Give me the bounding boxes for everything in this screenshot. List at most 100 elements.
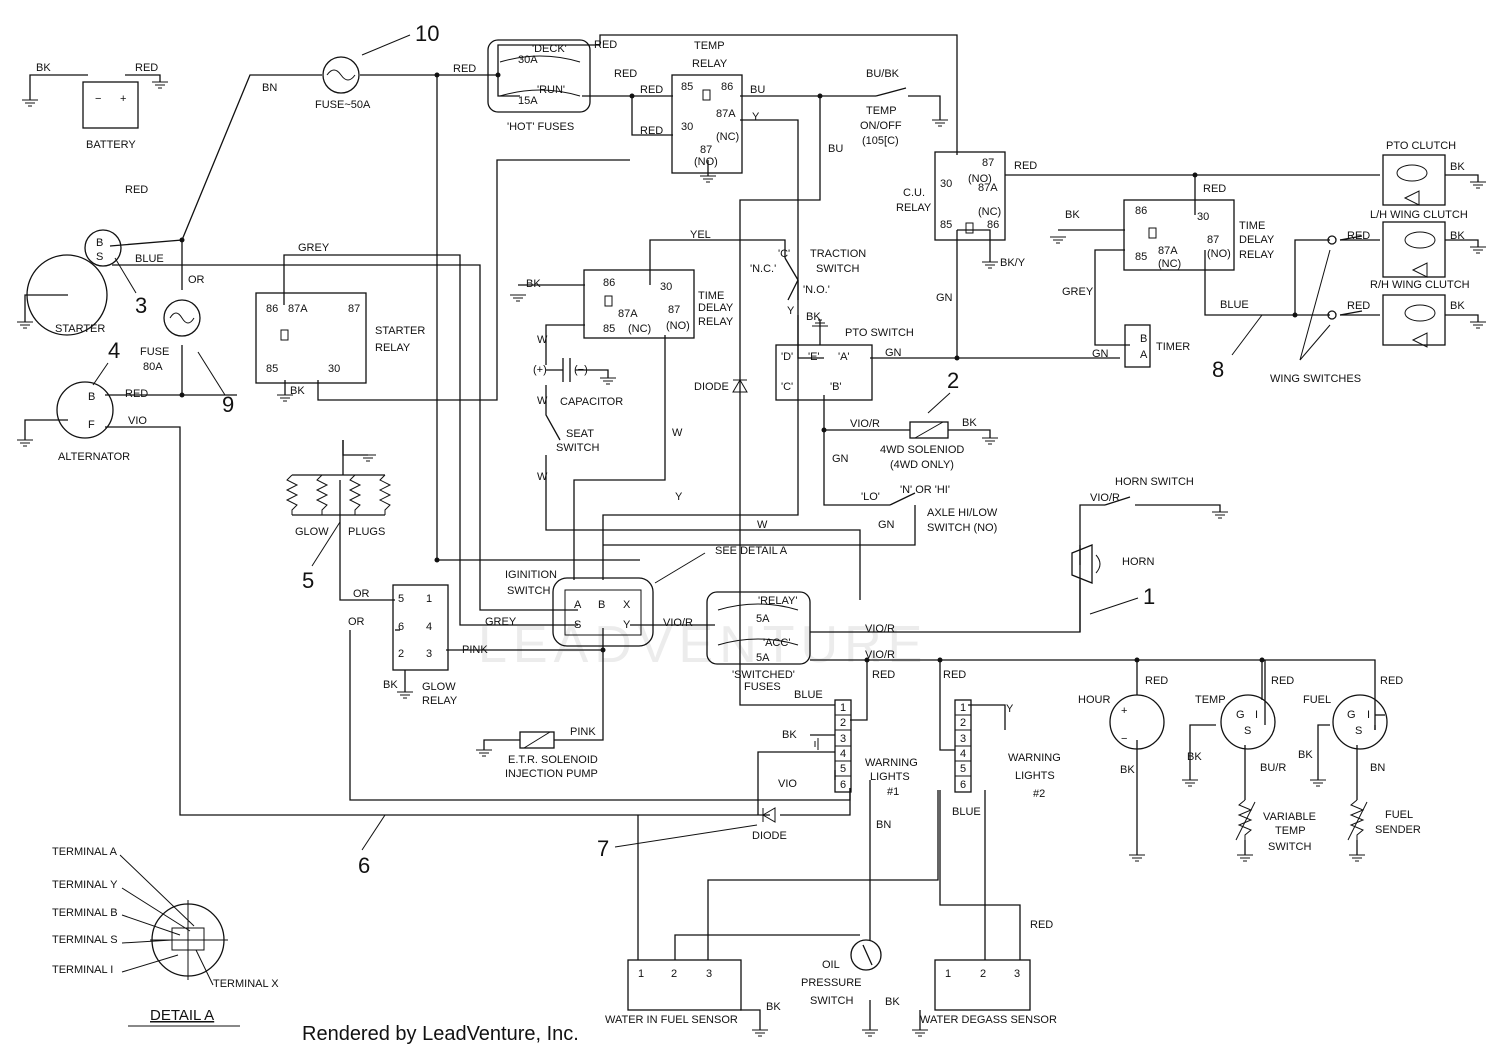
svg-text:+: + (120, 93, 126, 105)
svg-text:GREY: GREY (1062, 286, 1094, 298)
svg-text:SWITCH: SWITCH (556, 442, 599, 454)
svg-text:TERMINAL A: TERMINAL A (52, 846, 118, 858)
svg-text:RELAY: RELAY (422, 695, 458, 707)
svg-text:30: 30 (681, 121, 693, 133)
svg-text:TERMINAL Y: TERMINAL Y (52, 879, 118, 891)
svg-text:I: I (1367, 709, 1370, 721)
svg-text:'HOT' FUSES: 'HOT' FUSES (507, 121, 574, 133)
svg-text:87A: 87A (1158, 245, 1178, 257)
svg-text:PINK: PINK (462, 644, 488, 656)
svg-text:A: A (574, 599, 582, 611)
svg-text:BK/Y: BK/Y (1000, 257, 1026, 269)
svg-text:5A: 5A (756, 613, 770, 625)
warning-lights-1: 1 2 3 4 5 6 WARNING LIGHTS #1 (834, 699, 918, 798)
svg-text:87A: 87A (716, 108, 736, 120)
warning-lights-2: 1 2 3 4 5 6 WARNING LIGHTS #2 (954, 699, 1061, 800)
svg-text:HORN: HORN (1122, 556, 1154, 568)
cu-relay: 87 (NO) 30 87A (NC) 85 86 C.U. RELAY (896, 151, 1006, 241)
svg-text:2: 2 (947, 368, 959, 393)
svg-text:'N.O.': 'N.O.' (803, 284, 830, 296)
svg-text:BU/BK: BU/BK (866, 68, 900, 80)
svg-text:3: 3 (960, 733, 966, 745)
diode-bottom: DIODE (752, 807, 787, 842)
svg-text:RELAY: RELAY (896, 202, 932, 214)
svg-text:3: 3 (135, 293, 147, 318)
svg-text:5: 5 (960, 763, 966, 775)
svg-text:6: 6 (960, 779, 966, 791)
svg-text:15A: 15A (518, 95, 538, 107)
svg-text:GREY: GREY (298, 242, 330, 254)
axle-switch: 'LO' 'N' OR 'HI' AXLE HI/LOW SWITCH (NO) (861, 484, 998, 534)
svg-text:BN: BN (1370, 762, 1385, 774)
svg-text:'C': 'C' (781, 381, 793, 393)
temp-relay: TEMP RELAY 85 86 87A 30 (NC) 87 (NO) (671, 40, 743, 174)
svg-text:30: 30 (940, 178, 952, 190)
temp-gauge: G I S TEMP (1195, 694, 1276, 750)
svg-text:86: 86 (721, 81, 733, 93)
svg-text:3: 3 (426, 648, 432, 660)
svg-text:BK: BK (806, 311, 821, 323)
svg-text:87A: 87A (978, 182, 998, 194)
svg-text:'ACC': 'ACC' (763, 637, 790, 649)
svg-text:TEMP: TEMP (1195, 694, 1226, 706)
svg-text:GN: GN (885, 347, 902, 359)
battery: − + BATTERY BK RED (36, 62, 158, 151)
svg-text:Y: Y (623, 619, 631, 631)
svg-text:RED: RED (1347, 300, 1370, 312)
svg-text:RED: RED (872, 669, 895, 681)
svg-text:HORN SWITCH: HORN SWITCH (1115, 476, 1194, 488)
svg-text:87: 87 (668, 304, 680, 316)
svg-text:'N.C.': 'N.C.' (750, 263, 776, 275)
svg-text:(NC): (NC) (628, 323, 651, 335)
svg-text:ON/OFF: ON/OFF (860, 120, 902, 132)
svg-text:(NC): (NC) (1158, 258, 1181, 270)
rh-wing-clutch: R/H WING CLUTCH (1370, 279, 1470, 348)
svg-text:85: 85 (603, 323, 615, 335)
svg-text:BATTERY: BATTERY (86, 139, 136, 151)
svg-text:87: 87 (982, 157, 994, 169)
svg-text:GN: GN (936, 292, 953, 304)
svg-text:G: G (1236, 709, 1245, 721)
svg-text:TRACTION: TRACTION (810, 248, 866, 260)
svg-text:TIME: TIME (698, 290, 724, 302)
ground-symbols (17, 81, 1486, 1037)
svg-text:Y: Y (752, 111, 760, 123)
svg-text:86: 86 (603, 277, 615, 289)
svg-text:30: 30 (328, 363, 340, 375)
svg-text:RELAY: RELAY (698, 316, 734, 328)
svg-text:LIGHTS: LIGHTS (1015, 770, 1055, 782)
svg-text:RED: RED (1271, 675, 1294, 687)
svg-text:RED: RED (125, 184, 148, 196)
starter: B S STARTER (26, 229, 122, 336)
svg-text:2: 2 (671, 968, 677, 980)
svg-text:'E': 'E' (808, 351, 820, 363)
svg-text:BN: BN (876, 819, 891, 831)
svg-text:VIO: VIO (128, 415, 147, 427)
svg-text:BK: BK (526, 278, 541, 290)
wire-labels: BN RED RED RED RED RED BU BU/BK Y BU RED… (125, 39, 1465, 1013)
svg-text:E.T.R. SOLENOID: E.T.R. SOLENOID (508, 754, 598, 766)
lh-wing-clutch: L/H WING CLUTCH (1370, 209, 1468, 278)
svg-text:(+): (+) (533, 364, 547, 376)
svg-text:PRESSURE: PRESSURE (801, 977, 862, 989)
svg-text:4: 4 (108, 338, 120, 363)
svg-text:8: 8 (1212, 357, 1224, 382)
svg-text:GLOW: GLOW (295, 526, 329, 538)
svg-text:OR: OR (188, 274, 205, 286)
svg-text:BLUE: BLUE (952, 806, 981, 818)
svg-text:5: 5 (840, 763, 846, 775)
svg-text:BK: BK (36, 62, 51, 74)
svg-text:9: 9 (222, 392, 234, 417)
svg-text:HOUR: HOUR (1078, 694, 1110, 706)
svg-text:(−): (−) (574, 364, 588, 376)
svg-text:PLUGS: PLUGS (348, 526, 385, 538)
svg-text:RED: RED (614, 68, 637, 80)
svg-text:VIO/R: VIO/R (663, 617, 693, 629)
svg-text:BK: BK (290, 385, 305, 397)
svg-text:DIODE: DIODE (752, 830, 787, 842)
svg-text:STARTER: STARTER (375, 325, 425, 337)
svg-text:1: 1 (945, 968, 951, 980)
svg-text:87: 87 (700, 144, 712, 156)
svg-text:BK: BK (766, 1001, 781, 1013)
svg-text:WARNING: WARNING (1008, 752, 1061, 764)
